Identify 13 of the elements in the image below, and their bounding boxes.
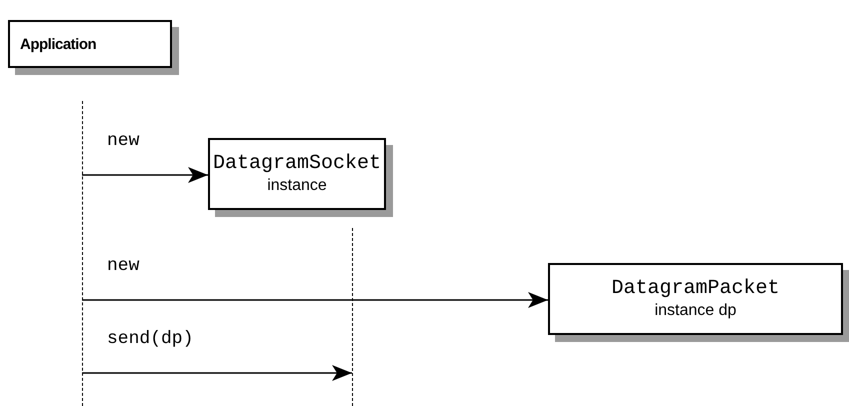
- lifeline: [352, 228, 353, 406]
- message-arrow: [82, 167, 208, 183]
- instance-label: instance dp: [654, 301, 736, 321]
- message-label: new: [107, 131, 140, 151]
- message-label: send(dp): [107, 329, 194, 349]
- message-arrow: [82, 292, 548, 308]
- class-name: DatagramSocket: [212, 152, 382, 176]
- message-label: new: [107, 256, 140, 276]
- actor-name: Application: [20, 36, 96, 52]
- instance-label: instance: [267, 176, 327, 196]
- message-arrow: [82, 365, 352, 381]
- class-name: DatagramPacket: [611, 277, 780, 302]
- lifeline: [82, 101, 83, 406]
